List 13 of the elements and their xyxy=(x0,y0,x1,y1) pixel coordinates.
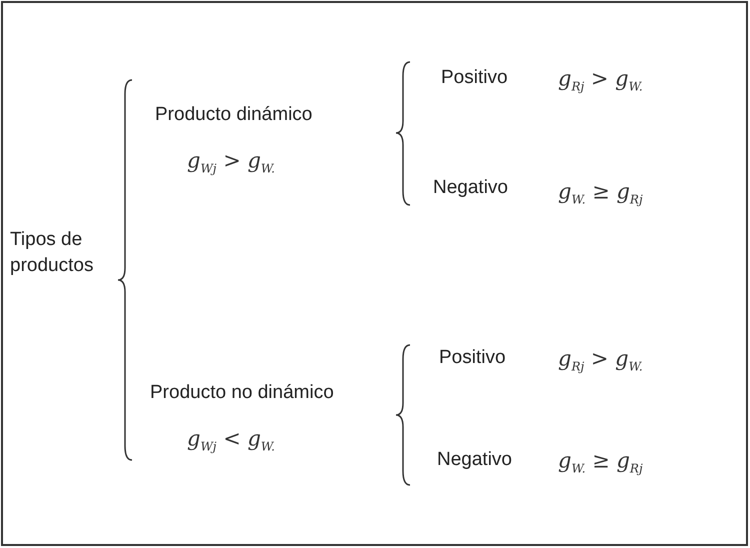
formula-text: g$_{Rj}$ > g$_{W.}$ xyxy=(558,346,643,374)
category-label: Producto dinámico xyxy=(155,104,312,126)
formula-text: g$_{W.}$ ≥ g$_{Rj}$ xyxy=(558,179,643,207)
formula-text: g$_{Rj}$ > g$_{W.}$ xyxy=(558,66,643,94)
formula-text: g$_{Wj}$ < g$_{W.}$ xyxy=(187,426,275,454)
category-label: Producto no dinámico xyxy=(150,382,334,404)
formula-text: g$_{W.}$ ≥ g$_{Rj}$ xyxy=(558,448,643,476)
category-label: Negativo xyxy=(437,449,512,471)
formula-text: g$_{Wj}$ > g$_{W.}$ xyxy=(187,148,275,176)
category-label: Positivo xyxy=(439,347,506,369)
category-label: Negativo xyxy=(433,177,508,199)
category-label: Positivo xyxy=(441,67,508,89)
category-label: Tipos de productos xyxy=(10,228,94,278)
